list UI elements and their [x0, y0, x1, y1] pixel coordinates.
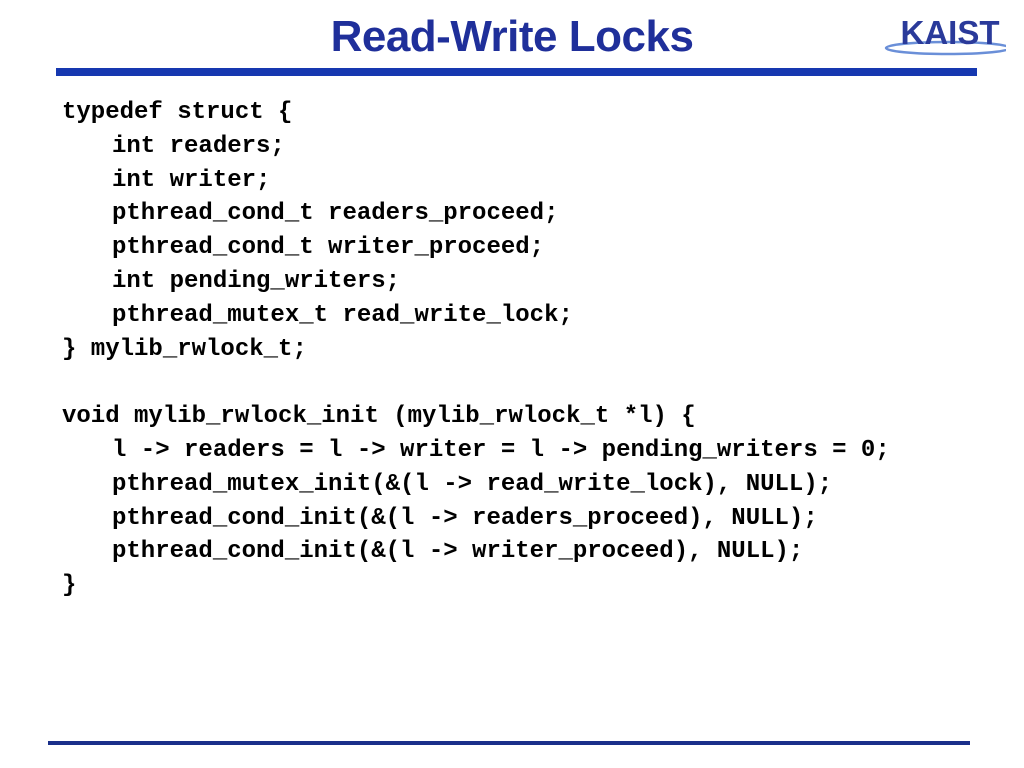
code-line: l -> readers = l -> writer = l -> pendin…	[112, 436, 890, 464]
code-line: pthread_mutex_init(&(l -> read_write_loc…	[112, 470, 833, 498]
code-line: pthread_mutex_t read_write_lock;	[112, 301, 573, 329]
code-line: pthread_cond_init(&(l -> readers_proceed…	[112, 504, 818, 532]
code-line: typedef struct {	[62, 99, 293, 126]
footer-rule	[48, 741, 970, 745]
code-line: int pending_writers;	[112, 267, 401, 295]
title-underline	[56, 68, 977, 76]
code-line: pthread_cond_init(&(l -> writer_proceed)…	[112, 538, 804, 566]
code-line	[62, 366, 890, 400]
code-line: int readers;	[112, 132, 285, 160]
code-line: int writer;	[112, 166, 271, 194]
code-block: typedef struct { int readers; int writer…	[62, 96, 890, 603]
logo-swoosh	[884, 40, 1006, 56]
code-line: void mylib_rwlock_init (mylib_rwlock_t *…	[62, 403, 696, 431]
code-line: pthread_cond_t writer_proceed;	[112, 234, 545, 262]
code-line: pthread_cond_t readers_proceed;	[112, 200, 559, 228]
logo-text: KAIST	[901, 14, 1000, 51]
kaist-logo: KAIST	[884, 14, 1006, 56]
code-line: }	[62, 572, 77, 600]
code-line: } mylib_rwlock_t;	[62, 335, 307, 363]
slide-title: Read-Write Locks	[330, 12, 694, 61]
